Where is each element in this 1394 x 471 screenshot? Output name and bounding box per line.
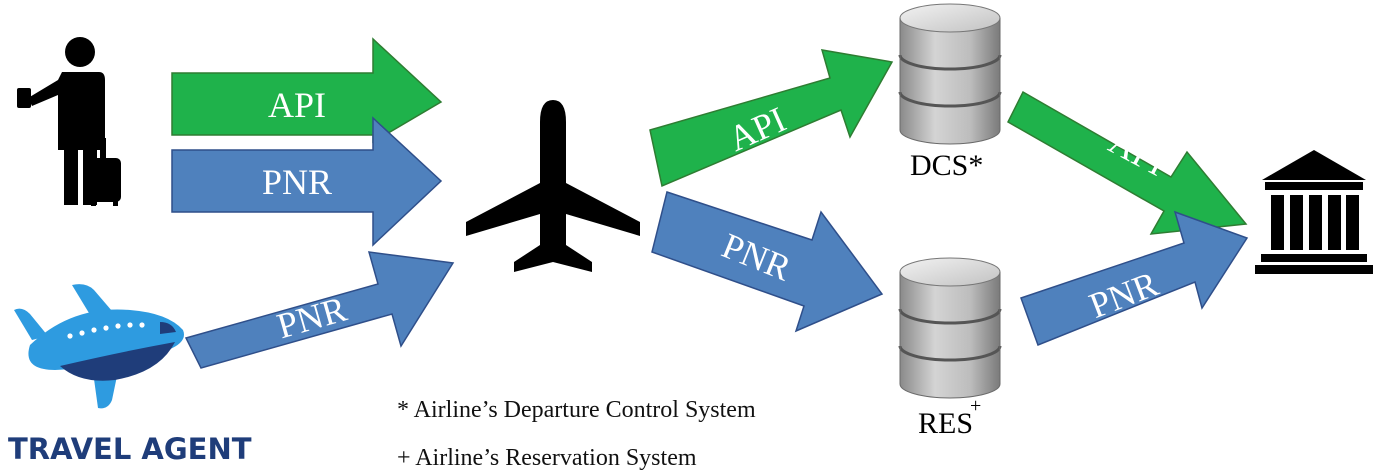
travel-agent-plane-icon (14, 284, 184, 409)
airline-api-arrow: API (649, 49, 894, 188)
traveler-pnr-label: PNR (262, 162, 332, 202)
passenger-with-luggage-icon (17, 37, 121, 206)
traveler-pnr-arrow: PNR (171, 116, 443, 247)
travel-agent-label: TRAVEL AGENT (8, 432, 252, 466)
traveler-api-arrow: API (171, 37, 443, 144)
agent-pnr-arrow: PNR (184, 251, 455, 369)
traveler-api-label: API (268, 85, 326, 125)
dcs-api-arrow: API (1007, 90, 1248, 235)
res-pnr-arrow: PNR (1020, 210, 1249, 346)
agent-pnr-label: PNR (273, 289, 351, 347)
res-database-icon (898, 257, 1002, 399)
airline-pnr-arrow: PNR (651, 191, 884, 333)
airplane-icon (466, 100, 640, 272)
res-label: RES (918, 407, 973, 440)
dcs-footnote: * Airline’s Departure Control System (397, 397, 756, 423)
res-mark: + (970, 395, 981, 417)
dcs-label: DCS* (910, 149, 983, 182)
dcs-database-icon (898, 3, 1002, 145)
government-building-icon (1255, 150, 1373, 274)
res-footnote: + Airline’s Reservation System (397, 445, 697, 471)
